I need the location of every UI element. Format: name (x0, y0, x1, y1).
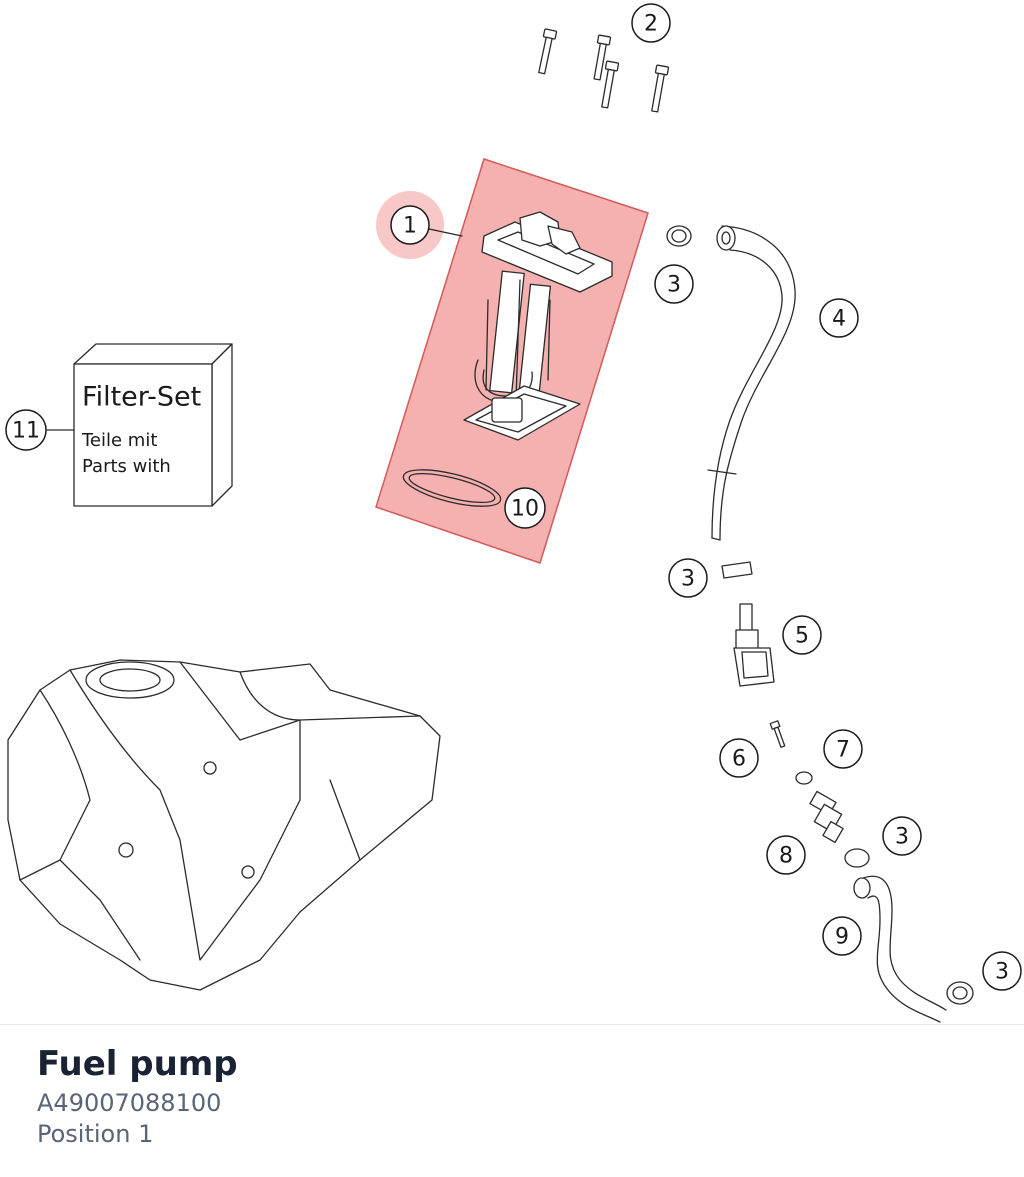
callout-6[interactable]: 6 (719, 738, 759, 778)
hose-clamp-lower[interactable] (844, 848, 870, 868)
washer[interactable] (795, 771, 813, 785)
screws[interactable] (536, 28, 670, 113)
callout-3-middle[interactable]: 3 (668, 558, 708, 598)
part-caption-panel (0, 1024, 1024, 1177)
callout-1[interactable]: 1 (390, 205, 430, 245)
callout-3-lower-label: 3 (895, 825, 909, 850)
filter-set-line2: Parts with (82, 456, 171, 477)
callout-5[interactable]: 5 (782, 615, 822, 655)
filter-set-title: Filter-Set (82, 382, 201, 413)
callout-9-label: 9 (835, 925, 849, 950)
hose-clamp-end[interactable] (946, 981, 974, 1005)
callout-4-label: 4 (832, 307, 846, 332)
callout-7-label: 7 (836, 738, 850, 763)
callout-3-lower[interactable]: 3 (882, 816, 922, 856)
hose-clamp-top[interactable] (666, 225, 692, 247)
hose-fitting[interactable] (809, 790, 844, 844)
callout-2-label: 2 (644, 12, 658, 37)
fuel-hose[interactable] (707, 225, 796, 541)
callout-10[interactable]: 10 (504, 487, 546, 529)
callout-11-label: 11 (12, 419, 40, 444)
leader-lines (46, 228, 463, 431)
callout-3-middle-label: 3 (681, 567, 695, 592)
part-title: Fuel pump (37, 1044, 238, 1084)
small-screw[interactable] (769, 720, 786, 748)
part-number: A49007088100 (37, 1089, 222, 1117)
callout-2[interactable]: 2 (631, 3, 671, 43)
callout-10-label: 10 (511, 497, 539, 522)
callout-8[interactable]: 8 (766, 835, 806, 875)
o-ring[interactable] (400, 462, 504, 513)
part-position: Position 1 (37, 1120, 154, 1148)
quick-connector[interactable] (733, 603, 775, 687)
bent-hose[interactable] (853, 875, 947, 1023)
fuel-pump-assembly[interactable] (463, 211, 613, 441)
fuel-tank (7, 659, 441, 991)
filter-set-line1: Teile mit (81, 430, 157, 451)
filter-set-box[interactable]: Filter-Set Teile mit Parts with (73, 343, 233, 507)
hose-clamp-middle[interactable] (721, 561, 753, 579)
callout-3-top[interactable]: 3 (654, 264, 694, 304)
callout-9[interactable]: 9 (822, 916, 862, 956)
callout-11[interactable]: 11 (5, 409, 47, 451)
callout-5-label: 5 (795, 624, 809, 649)
parts-diagram: Filter-Set Teile mit Parts with 1 2 3 4 … (5, 3, 1022, 1023)
callout-3-top-label: 3 (667, 273, 681, 298)
callout-6-label: 6 (732, 747, 746, 772)
callout-8-label: 8 (779, 844, 793, 869)
callout-1-label: 1 (403, 214, 417, 239)
callout-7[interactable]: 7 (823, 729, 863, 769)
callout-3-end[interactable]: 3 (982, 951, 1022, 991)
callout-4[interactable]: 4 (819, 298, 859, 338)
callout-3-end-label: 3 (995, 960, 1009, 985)
